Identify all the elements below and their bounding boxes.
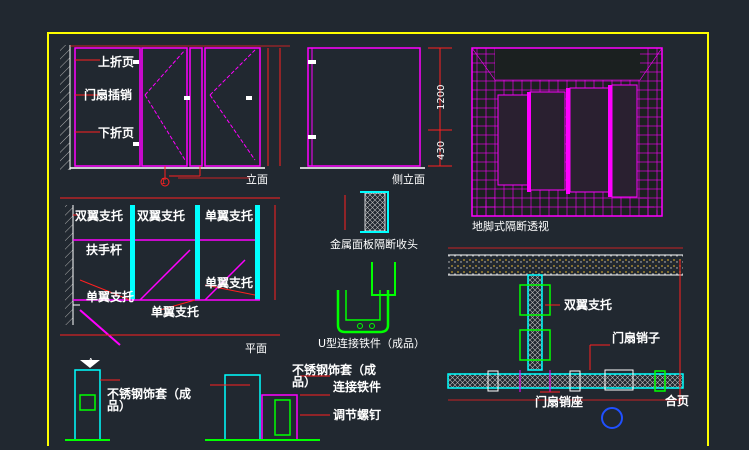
label-upper-hinge: 上折页 xyxy=(98,55,135,69)
label-steel-sleeve-left: 不锈钢饰套（成品） xyxy=(107,387,192,413)
title-frame xyxy=(47,32,709,450)
label-hinge: 合页 xyxy=(665,394,690,408)
label-lower-hinge: 下折页 xyxy=(98,126,135,140)
plan-view xyxy=(60,197,280,346)
circle-number: 1 xyxy=(161,177,167,186)
perspective-view xyxy=(471,47,663,217)
label-handrail: 扶手杆 xyxy=(86,243,123,257)
panel-4 xyxy=(204,47,261,167)
label-single-bracket-4: 单翼支托 xyxy=(151,305,200,319)
label-single-bracket-2: 单翼支托 xyxy=(205,276,254,290)
label-side-elevation: 侧立面 xyxy=(392,173,425,186)
label-adjust-screw: 调节螺钉 xyxy=(333,408,382,422)
label-single-bracket-1: 单翼支托 xyxy=(205,209,254,223)
panel-1 xyxy=(74,47,141,167)
section-detail xyxy=(447,247,684,429)
label-door-pin: 门扇销子 xyxy=(612,331,661,345)
label-single-bracket-3: 单翼支托 xyxy=(86,290,135,304)
label-door-pin-seat: 门扇销座 xyxy=(535,395,584,409)
metal-edge-detail xyxy=(344,191,389,233)
panel-2 xyxy=(141,47,188,167)
label-perspective: 地脚式隔断透视 xyxy=(472,220,549,233)
label-steel-sleeve-mid: 不锈钢饰套（成品） xyxy=(292,363,377,389)
label-door-latch: 门扇插销 xyxy=(84,88,133,102)
bottom-middle-detail xyxy=(205,374,330,441)
left-wall xyxy=(60,45,70,170)
label-double-bracket-1: 双翼支托 xyxy=(75,209,124,223)
label-plan: 平面 xyxy=(245,342,267,355)
label-elevation: 立面 xyxy=(246,173,268,186)
elevation-view xyxy=(60,45,290,187)
dim-upper-height: 1200 xyxy=(436,84,447,110)
label-connector: 连接铁件 xyxy=(333,380,382,394)
dim-lower-height: 430 xyxy=(436,140,447,160)
u-connector-detail xyxy=(336,262,396,334)
label-double-bracket-3: 双翼支托 xyxy=(564,298,613,312)
bottom-left-detail xyxy=(65,360,120,441)
label-metal-edge: 金属面板隔断收头 xyxy=(330,238,418,251)
label-double-bracket-2: 双翼支托 xyxy=(137,209,186,223)
detail-circle xyxy=(601,407,623,429)
section-mark: A xyxy=(88,357,94,366)
side-elevation-view xyxy=(300,47,452,169)
panel-3 xyxy=(189,47,203,167)
label-u-connector: U型连接铁件（成品） xyxy=(318,337,426,350)
